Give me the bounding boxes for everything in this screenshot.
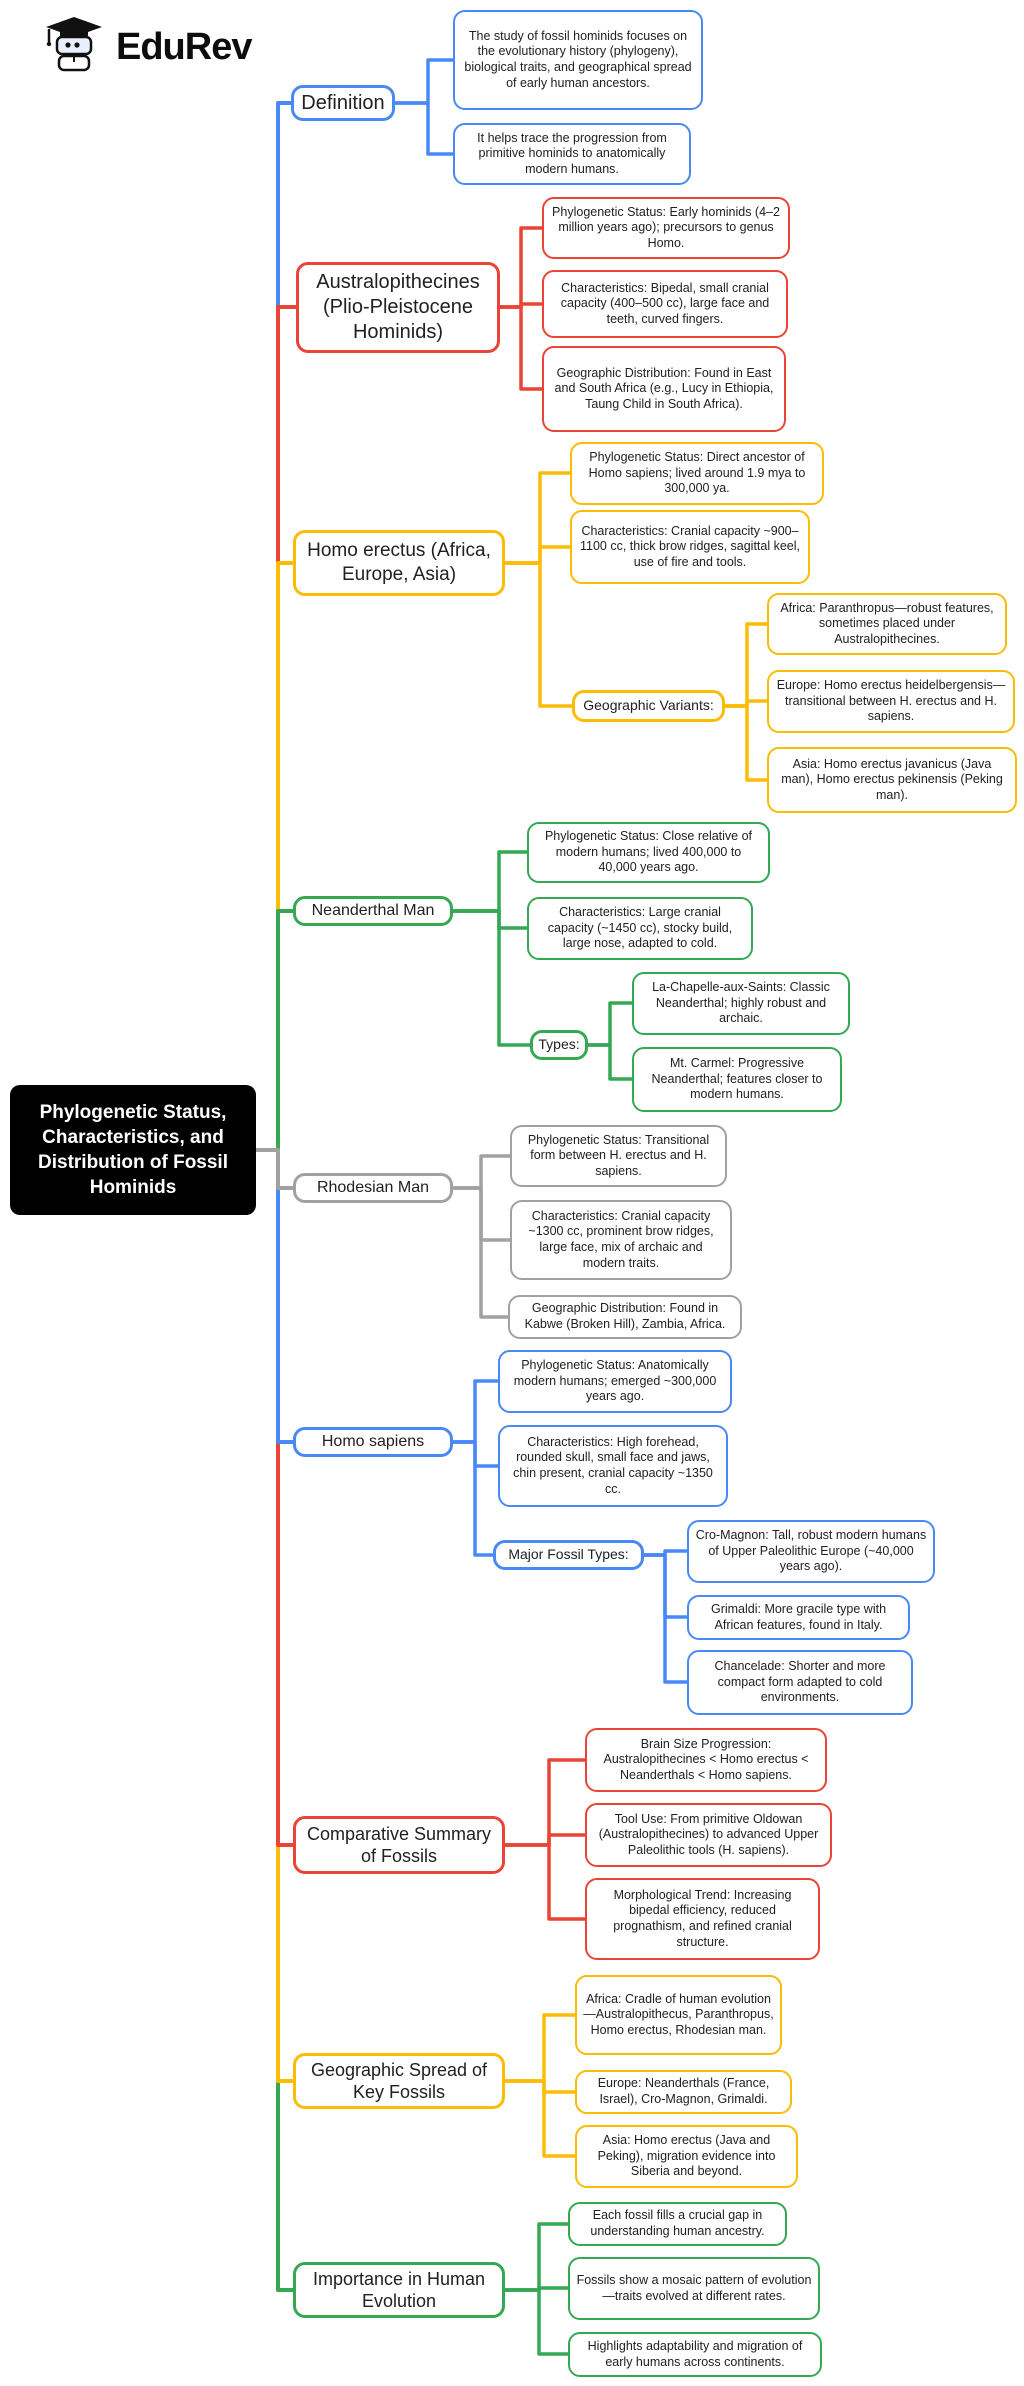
connector-comparative bbox=[254, 1148, 295, 1847]
homo-erectus-variant: Africa: Paranthropus—robust features, so… bbox=[767, 593, 1007, 655]
branch-comparative-summary: Comparative Summary of Fossils bbox=[293, 1816, 505, 1874]
major-fossil-types-label: Major Fossil Types: bbox=[493, 1540, 644, 1570]
homo-sapiens-fossil-type: Chancelade: Shorter and more compact for… bbox=[687, 1650, 913, 1715]
homo-sapiens-detail: Phylogenetic Status: Anatomically modern… bbox=[498, 1350, 732, 1413]
neanderthal-type: La-Chapelle-aux-Saints: Classic Neandert… bbox=[632, 972, 850, 1035]
branch-rhodesian: Rhodesian Man bbox=[293, 1173, 453, 1203]
neanderthal-detail: Phylogenetic Status: Close relative of m… bbox=[527, 822, 770, 883]
geographic-spread-detail: Africa: Cradle of human evolution—Austra… bbox=[575, 1975, 782, 2055]
homo-erectus-variant: Europe: Homo erectus heidelbergensis—tra… bbox=[767, 670, 1015, 733]
connector-neanderthal bbox=[254, 909, 295, 1152]
edurev-logo: EduRev bbox=[44, 16, 252, 79]
connector-rhodesian bbox=[254, 1148, 295, 1190]
connector-homo-erectus bbox=[254, 561, 295, 1152]
australopithecines-detail: Phylogenetic Status: Early hominids (4–2… bbox=[542, 197, 790, 259]
comparative-detail: Brain Size Progression: Australopithecin… bbox=[585, 1728, 827, 1792]
homo-erectus-variant: Asia: Homo erectus javanicus (Java man),… bbox=[767, 747, 1017, 813]
neanderthal-types-label: Types: bbox=[530, 1030, 588, 1060]
homo-erectus-detail: Phylogenetic Status: Direct ancestor of … bbox=[570, 442, 824, 505]
connector-australopithecines bbox=[254, 305, 298, 1152]
homo-sapiens-fossil-type: Grimaldi: More gracile type with African… bbox=[687, 1595, 910, 1640]
homo-erectus-detail: Characteristics: Cranial capacity ~900–1… bbox=[570, 510, 810, 584]
connector-importance bbox=[254, 1148, 295, 2292]
edurev-logo-text: EduRev bbox=[116, 26, 252, 68]
homo-sapiens-fossil-type: Cro-Magnon: Tall, robust modern humans o… bbox=[687, 1520, 935, 1583]
branch-importance: Importance in Human Evolution bbox=[293, 2262, 505, 2318]
comparative-detail: Tool Use: From primitive Oldowan (Austra… bbox=[585, 1803, 832, 1867]
branch-geographic-spread: Geographic Spread of Key Fossils bbox=[293, 2053, 505, 2109]
rhodesian-detail: Geographic Distribution: Found in Kabwe … bbox=[508, 1295, 742, 1339]
geographic-spread-detail: Asia: Homo erectus (Java and Peking), mi… bbox=[575, 2125, 798, 2188]
branch-homo-sapiens: Homo sapiens bbox=[293, 1427, 453, 1457]
connector-homo-sapiens bbox=[254, 1148, 295, 1444]
neanderthal-detail: Characteristics: Large cranial capacity … bbox=[527, 897, 753, 960]
branch-australopithecines: Australopithecines (Plio-Pleistocene Hom… bbox=[296, 262, 500, 353]
australopithecines-detail: Characteristics: Bipedal, small cranial … bbox=[542, 270, 788, 338]
branch-homo-erectus: Homo erectus (Africa, Europe, Asia) bbox=[293, 530, 505, 596]
connector-definition bbox=[254, 101, 293, 1152]
branch-definition: Definition bbox=[291, 85, 395, 121]
rhodesian-detail: Phylogenetic Status: Transitional form b… bbox=[510, 1125, 727, 1187]
rhodesian-detail: Characteristics: Cranial capacity ~1300 … bbox=[510, 1200, 732, 1280]
homo-sapiens-detail: Characteristics: High forehead, rounded … bbox=[498, 1425, 728, 1507]
edurev-logo-icon bbox=[44, 16, 106, 79]
central-topic: Phylogenetic Status, Characteristics, an… bbox=[10, 1085, 256, 1215]
geographic-variants-label: Geographic Variants: bbox=[572, 690, 725, 722]
comparative-detail: Morphological Trend: Increasing bipedal … bbox=[585, 1878, 820, 1960]
australopithecines-detail: Geographic Distribution: Found in East a… bbox=[542, 346, 786, 432]
importance-detail: Each fossil fills a crucial gap in under… bbox=[568, 2202, 787, 2246]
branch-neanderthal: Neanderthal Man bbox=[293, 896, 453, 926]
definition-detail: The study of fossil hominids focuses on … bbox=[453, 10, 703, 110]
importance-detail: Fossils show a mosaic pattern of evoluti… bbox=[568, 2257, 820, 2320]
definition-detail: It helps trace the progression from prim… bbox=[453, 123, 691, 185]
neanderthal-type: Mt. Carmel: Progressive Neanderthal; fea… bbox=[632, 1047, 842, 1112]
connector-geo-spread bbox=[254, 1148, 295, 2083]
geographic-spread-detail: Europe: Neanderthals (France, Israel), C… bbox=[575, 2070, 792, 2114]
importance-detail: Highlights adaptability and migration of… bbox=[568, 2332, 822, 2377]
